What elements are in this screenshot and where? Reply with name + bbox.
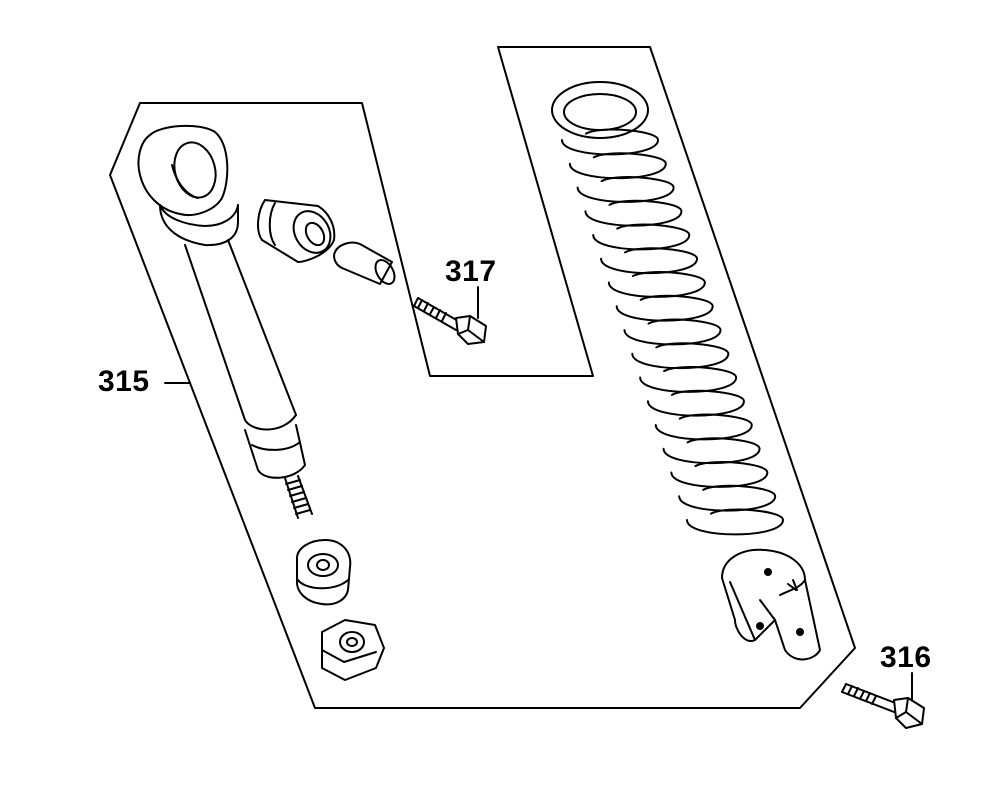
spring-coil	[609, 272, 705, 297]
bolt-316	[842, 684, 924, 728]
spring-coil	[585, 201, 681, 226]
shock-absorber-body	[138, 126, 312, 518]
spring-coil	[570, 153, 666, 178]
bolt-317	[414, 298, 486, 344]
nut-part	[322, 620, 384, 680]
spring-coil	[562, 130, 658, 155]
spring-coil	[632, 343, 728, 368]
rubber-washer-part	[297, 540, 350, 604]
spring-coil	[601, 248, 697, 273]
callout-317: 317	[445, 255, 497, 288]
spring-coil	[656, 415, 752, 440]
spring-coil	[687, 510, 783, 535]
lower-mount-bracket	[722, 550, 820, 660]
spring-coil	[648, 391, 744, 416]
spring-coil	[671, 462, 767, 487]
group-outline-315	[110, 47, 855, 708]
callout-315: 315	[98, 365, 150, 398]
spring-coil	[578, 177, 674, 202]
spring-coil	[664, 438, 760, 463]
spring-coils	[562, 130, 783, 535]
spring-coil	[625, 320, 721, 345]
spring-coil	[640, 367, 736, 392]
spring-coil	[617, 296, 713, 321]
sleeve-part	[334, 243, 398, 288]
spring-coil	[593, 225, 689, 250]
callout-316: 316	[880, 641, 932, 674]
bushing-part	[258, 200, 338, 262]
spring-coil	[679, 486, 775, 511]
